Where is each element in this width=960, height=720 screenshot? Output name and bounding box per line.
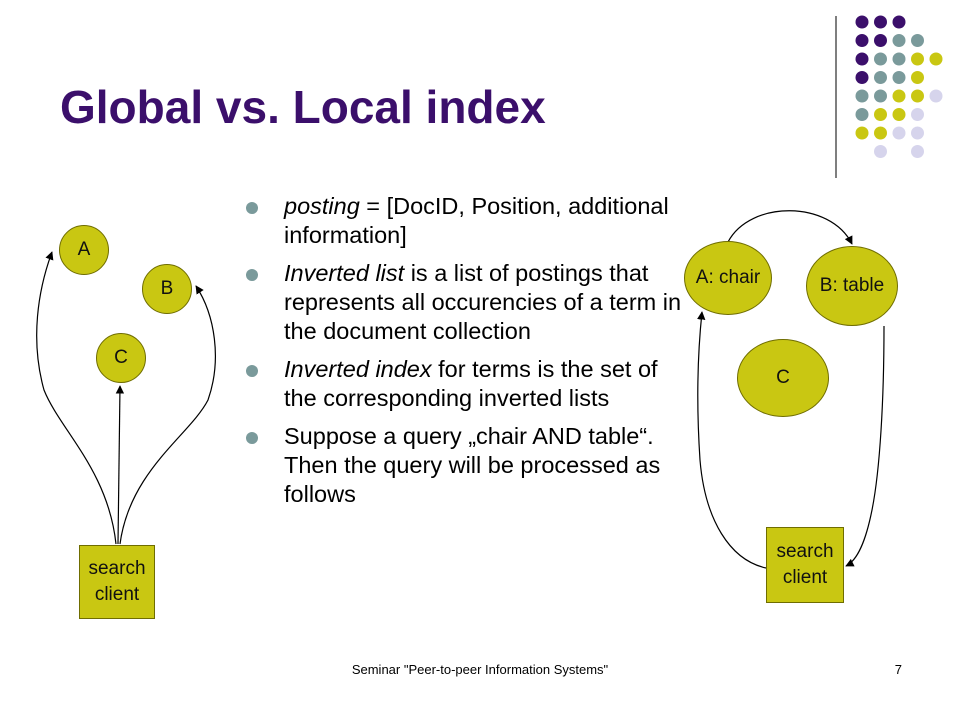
decor-dot [892,89,906,103]
node-b-table: B: table [806,246,898,326]
decor-dot [911,71,924,84]
node-b: B [142,264,192,314]
node-b-table-label: B: table [819,275,885,296]
decor-dot [929,89,943,103]
bullet-text: is a list of postings that represents al… [284,260,682,344]
decor-dot [929,52,943,66]
search-client-box-right: search client [766,527,844,603]
decor-dot [855,126,869,140]
bullet-term: posting [284,193,360,219]
search-client-box: search client [79,545,155,619]
bullet-item: Inverted index for terms is the set of t… [246,355,686,413]
decor-dot [874,145,887,158]
bullet-item: posting = [DocID, Position, additional i… [246,192,686,250]
node-a-label: A [77,239,91,260]
decor-dot [874,52,887,66]
arrow-client-to-c [115,385,125,545]
decorative-dot-grid [835,15,943,178]
page-number: 7 [894,662,902,677]
bullet-dot-icon [246,365,258,377]
node-c: C [96,333,146,383]
bullet-text: = [DocID, Position, additional informati… [284,193,669,248]
bullet-item: Suppose a query „chair AND table“. Then … [246,422,686,509]
arrow-a-chair-to-b-table [727,210,853,245]
bullet-item: Inverted list is a list of postings that… [246,259,686,346]
search-client-right-label-line1: search [776,541,834,562]
footer-text: Seminar "Peer-to-peer Information System… [351,662,609,677]
decor-dot [855,71,869,84]
decor-dot [855,34,869,47]
decor-dot [874,15,887,29]
search-client-label-line2: client [94,584,140,605]
decor-dot [874,108,887,121]
arrow-b-table-to-client [845,325,885,567]
node-a-chair: A: chair [684,241,772,315]
arrow-client-to-a [36,251,117,545]
decor-dot [892,108,906,121]
bullet-dot-icon [246,432,258,444]
decor-dot [911,34,924,47]
decor-dot [874,34,887,47]
decor-dot [892,52,906,66]
decor-dot [911,126,924,140]
node-c-right: C [737,339,829,417]
node-a: A [59,225,109,275]
decor-dot [855,89,869,103]
node-c-label: C [114,347,128,368]
decor-dot [892,71,906,84]
arrow-client-to-a-chair [697,311,767,569]
decor-dot [892,126,906,140]
decor-dot [911,108,924,121]
bullet-text: for terms is the set of the correspondin… [284,356,658,411]
node-b-label: B [160,278,174,299]
node-a-chair-label: A: chair [695,267,761,288]
decor-dot [855,108,869,121]
slide-title: Global vs. Local index [60,81,546,133]
bullet-term: Inverted list [284,260,405,286]
decor-dot [874,89,887,103]
bullet-dot-icon [246,202,258,214]
bullet-dot-icon [246,269,258,281]
bullet-list: posting = [DocID, Position, additional i… [246,192,686,518]
decor-dot [892,15,906,29]
decor-dot [911,145,924,158]
bullet-text: Suppose a query „chair AND table“. Then … [284,423,661,507]
decor-dot [855,52,869,66]
arrow-client-to-b [119,285,216,545]
decor-dot [855,15,869,29]
decor-dot [874,71,887,84]
node-c-right-label: C [776,367,790,388]
decor-dot [874,126,887,140]
decor-dot [911,52,924,66]
search-client-right-label-line2: client [782,567,828,588]
decor-dot [911,89,924,103]
bullet-term: Inverted index [284,356,432,382]
decor-dot [892,34,906,47]
search-client-label-line1: search [88,558,146,579]
